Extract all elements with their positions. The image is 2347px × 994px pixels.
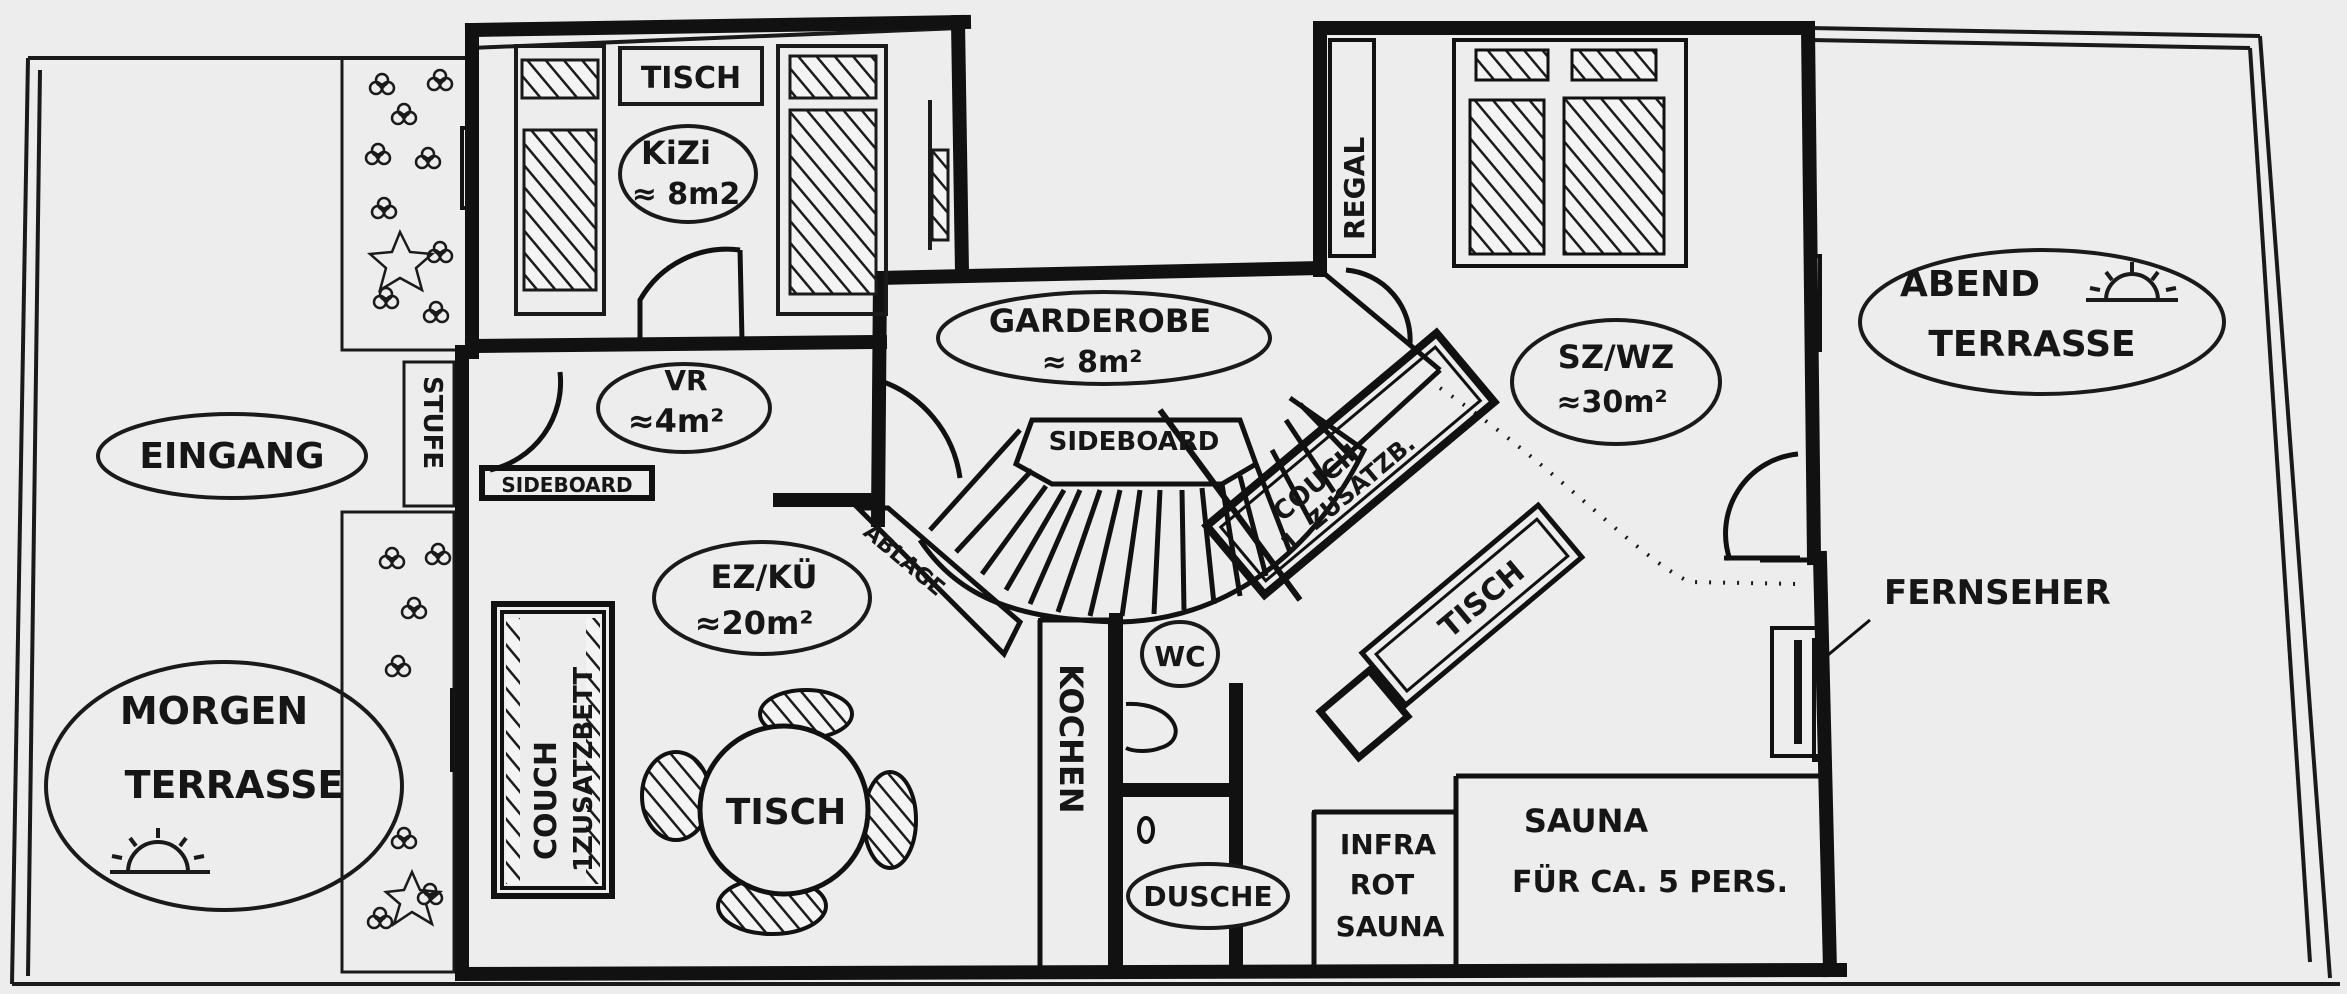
kids-bed-left [514,44,606,316]
entrance-text: EINGANG [139,436,324,477]
evening-terrace-line1: ABEND [1900,264,2040,305]
kitchen-dining-area: ≈20m² [695,604,814,642]
living-table [1358,501,1586,709]
property-boundary [10,26,2340,986]
living-room-name: SZ/WZ [1558,338,1674,376]
infrared-line2: ROT [1350,868,1414,901]
living-couch [1201,327,1500,601]
dining-table-label: TISCH [726,792,846,833]
shelf [1328,38,1376,258]
kids-room-area: ≈ 8m2 [632,177,741,212]
kids-table-label: TISCH [641,61,741,96]
morning-terrace-line2: TERRASSE [125,763,344,807]
wc-label: WC [1154,640,1205,673]
footstool [1315,665,1413,763]
kids-table [618,46,764,106]
hallway: VR ≈4m² SIDEBOARD [479,362,772,501]
step-label: STUFE [417,376,447,469]
infrared-line1: INFRA [1340,828,1437,861]
tv: FERNSEHER [1770,573,2111,758]
double-bed [1452,38,1688,268]
kitchen-cooking-label: KOCHEN [1052,664,1090,813]
tv-label: FERNSEHER [1884,573,2111,613]
infrared-line3: SAUNA [1336,910,1445,943]
morning-terrace-line1: MORGEN [120,689,308,733]
kitchen-couch-line1: COUCH [529,741,564,860]
hallway-sideboard-label: SIDEBOARD [501,473,632,497]
kids-room-name: KiZi [641,134,711,172]
living-room-area: ≈30m² [1556,385,1667,420]
shower-label: DUSCHE [1143,880,1272,913]
windows-right [450,126,1828,772]
entrance-label: EINGANG [96,412,368,500]
hallway-area: ≈4m² [628,402,724,440]
hallway-sideboard [479,465,655,501]
infrared-sauna: INFRA ROT SAUNA [1312,810,1458,972]
sunset-icon [2086,262,2178,302]
doors [489,246,1800,561]
wardrobe-sideboard-label: SIDEBOARD [1049,427,1220,457]
wardrobe-area: ≈ 8m² [1042,345,1143,380]
kitchen-couch [491,601,615,899]
shelf-label: REGAL [1338,137,1371,240]
shower-drain-icon [1137,816,1155,844]
sauna-line1: SAUNA [1524,802,1649,840]
dining-table [697,723,871,897]
kids-room: TISCH KiZi ≈ 8m2 [514,44,950,316]
wardrobe-name: GARDEROBE [989,302,1211,340]
step: STUFE [402,360,456,508]
sauna-line2: FÜR CA. 5 PERS. [1512,863,1788,900]
morning-terrace: MORGEN TERRASSE [44,660,404,912]
sauna: SAUNA FÜR CA. 5 PERS. [1512,802,1788,900]
toilet-icon [1125,701,1178,753]
dining-chair-right [862,770,918,870]
kitchen-couch-line2: 1ZUSATZBETT [569,667,599,872]
kids-bed-right [776,44,888,316]
evening-terrace: ABEND TERRASSE [1858,248,2226,396]
kitchen-counter [1038,618,1112,970]
wardrobe: GARDEROBE ≈ 8m² SIDEBOARD [936,290,1272,487]
bathroom: WC DUSCHE [1125,620,1290,930]
counter [851,505,1024,659]
hallway-name: VR [664,364,707,397]
tv-stand [1770,626,1824,758]
sunrise-icon [110,828,210,874]
kitchen-dining-name: EZ/KÜ [711,558,818,596]
evening-terrace-line2: TERRASSE [1928,324,2135,365]
